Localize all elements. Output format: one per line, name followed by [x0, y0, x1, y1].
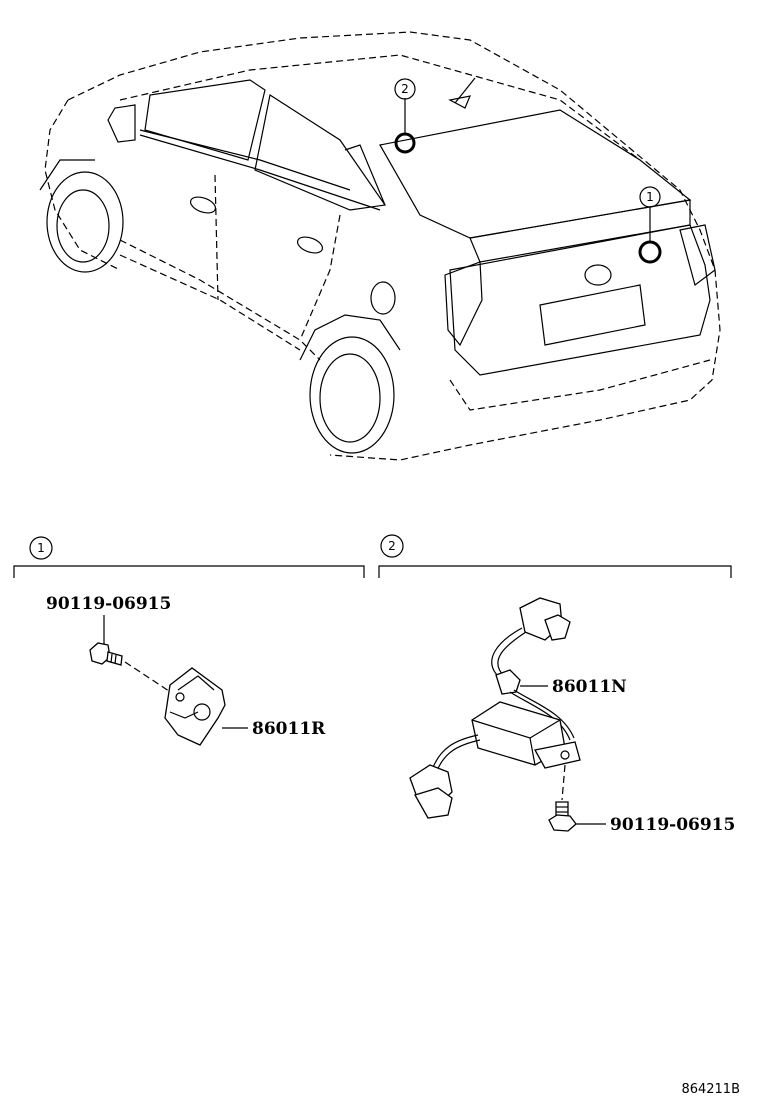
callout-number-2: 2 — [401, 82, 409, 96]
section-1-sensor-part-number: 86011R — [252, 719, 326, 739]
harness-clip-icon — [495, 669, 521, 695]
control-module-icon — [471, 701, 581, 769]
bolt-icon — [89, 642, 123, 666]
section-1-bracket — [13, 565, 365, 578]
mounting-bolt-icon — [548, 801, 577, 832]
section-2: 2 86011N — [378, 534, 735, 835]
section-2-bolt-part-number: 90119-06915 — [610, 815, 735, 835]
callout-bubble-2 — [394, 78, 416, 100]
section-2-number: 2 — [388, 539, 396, 553]
callout-number-1: 1 — [646, 190, 654, 204]
callout-bubble-1 — [639, 186, 661, 208]
location-marker-1 — [638, 240, 662, 264]
upper-connector-icon — [519, 597, 571, 641]
section-1-number: 1 — [37, 541, 45, 555]
section-1-badge — [29, 536, 53, 560]
location-marker-2 — [394, 132, 416, 154]
section-2-module-part-number: 86011N — [552, 677, 627, 697]
section-1: 1 90119-06915 86011R — [13, 536, 365, 746]
section-2-bracket — [378, 565, 732, 578]
section-1-bolt-part-number: 90119-06915 — [46, 594, 171, 614]
diagram-reference-code: 864211B — [681, 1082, 740, 1097]
lower-connector-icon — [409, 764, 453, 819]
sensor-bracket-icon — [164, 667, 226, 746]
car-illustration: 2 1 — [39, 31, 721, 461]
section-2-badge — [380, 534, 404, 558]
